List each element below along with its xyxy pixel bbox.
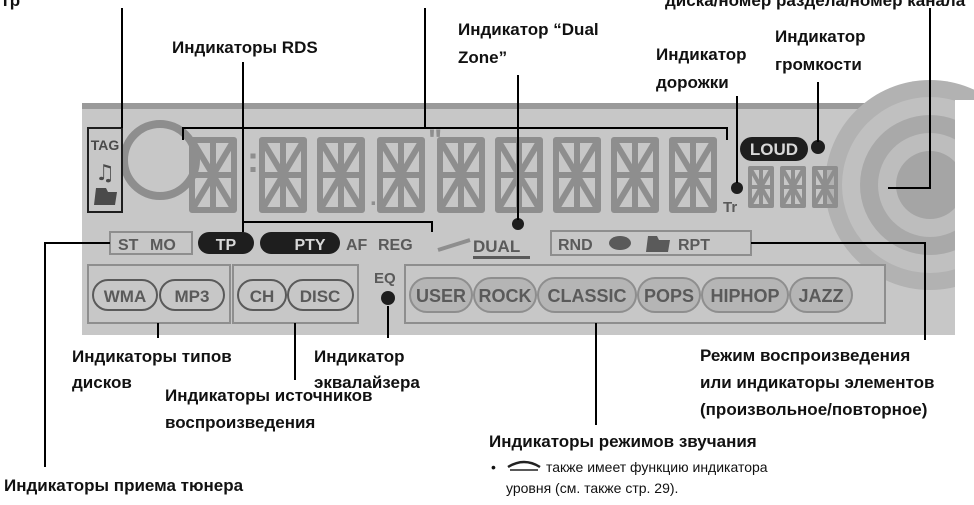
label-play-mode-1: Режим воспроизведения	[700, 345, 910, 367]
segment-digit	[380, 140, 422, 210]
dual-label: DUAL	[473, 237, 520, 256]
label-rds: Индикаторы RDS	[172, 37, 318, 59]
decimal-point: .	[370, 184, 377, 211]
ch-label: CH	[250, 287, 275, 306]
label-volume-2: громкости	[775, 54, 862, 76]
label-disc-types-1: Индикаторы типов	[72, 346, 232, 368]
eq-pointer-dot	[381, 291, 395, 305]
sound-mode-label: HIPHOP	[710, 286, 779, 306]
note-text-1: также имеет функцию индикатора	[546, 458, 768, 477]
sound-mode-label: JAZZ	[799, 286, 844, 306]
note-bullet: •	[491, 458, 496, 477]
label-play-mode-2: или индикаторы элементов	[700, 372, 934, 394]
label-dual-zone-1: Индикатор “Dual	[458, 19, 599, 41]
rpt-label: RPT	[678, 237, 710, 254]
track-number-digits	[750, 168, 836, 206]
music-note-icon: ♫	[95, 161, 115, 186]
pty-label: PTY	[294, 237, 325, 254]
label-disc-types-2: дисков	[72, 372, 132, 394]
label-cut-top-right: диска/номер раздела/номер канала	[665, 0, 965, 12]
segment-digit	[782, 168, 804, 206]
label-dual-zone-2: Zone”	[458, 47, 507, 69]
level-arc-icon	[506, 457, 542, 471]
segment-digit	[614, 140, 656, 210]
wma-label: WMA	[104, 287, 146, 306]
label-track-2: дорожки	[656, 72, 729, 94]
segment-digit	[262, 140, 304, 210]
track-pointer-dot	[731, 182, 743, 194]
colon-separator: :	[247, 139, 259, 180]
label-tuner: Индикаторы приема тюнера	[4, 475, 243, 497]
segment-digit	[750, 168, 772, 206]
sound-mode-label: USER	[416, 286, 466, 306]
mp3-label: MP3	[175, 287, 210, 306]
label-sources-2: воспроизведения	[165, 412, 315, 434]
mo-label: MO	[150, 237, 176, 254]
reg-label: REG	[378, 237, 413, 254]
af-label: AF	[346, 237, 368, 254]
disc-icon	[609, 236, 631, 250]
loud-label: LOUD	[750, 140, 798, 159]
sound-mode-label: ROCK	[479, 286, 532, 306]
label-volume-1: Индикатор	[775, 26, 866, 48]
st-label: ST	[118, 237, 139, 254]
label-play-mode-3: (произвольное/повторное)	[700, 399, 927, 421]
eq-label: EQ	[374, 270, 396, 287]
tp-label: TP	[216, 237, 237, 254]
segment-digit	[556, 140, 598, 210]
label-cut-top-left: Тр	[0, 0, 20, 12]
segment-digit	[672, 140, 714, 210]
segment-digit	[440, 140, 482, 210]
sound-mode-label: POPS	[644, 286, 694, 306]
segment-digit	[320, 140, 362, 210]
label-track-1: Индикатор	[656, 44, 747, 66]
dual-underline	[473, 256, 530, 259]
note-text-2: уровня (см. также стр. 29).	[506, 479, 678, 498]
label-sound-modes: Индикаторы режимов звучания	[489, 431, 757, 453]
tag-label: TAG	[91, 137, 120, 153]
sound-mode-label: CLASSIC	[547, 286, 626, 306]
segment-digit	[192, 140, 234, 210]
segment-digit	[814, 168, 836, 206]
track-tr-label: Tr	[723, 199, 737, 216]
label-sources-1: Индикаторы источников	[165, 385, 372, 407]
volume-pointer-dot	[811, 140, 825, 154]
disc-label: DISC	[300, 287, 341, 306]
rnd-label: RND	[558, 237, 593, 254]
label-equalizer-1: Индикатор	[314, 346, 405, 368]
